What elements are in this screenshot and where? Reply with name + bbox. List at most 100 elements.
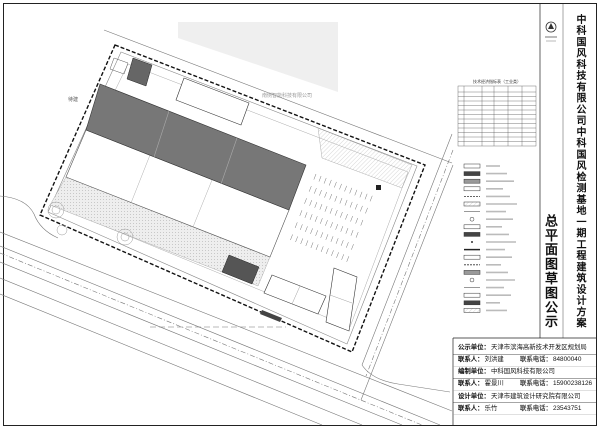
hatched-zone <box>317 127 413 189</box>
contact-label: 联系人： <box>458 356 484 363</box>
parking-stall <box>290 234 293 241</box>
phone-label: 联系电话： <box>520 405 552 412</box>
tree-circle <box>47 201 65 219</box>
parking-stall <box>350 229 354 236</box>
parking-stall <box>336 252 339 258</box>
legend-entry <box>463 292 511 298</box>
parking-stall <box>295 236 298 243</box>
parking-stall <box>313 173 317 180</box>
parking-stall <box>305 226 308 232</box>
legend-symbol <box>471 241 473 243</box>
phone-number: 15900238126 <box>552 380 593 387</box>
service-building-outline <box>263 274 327 315</box>
guard-house <box>109 57 129 75</box>
parking-stall <box>369 195 373 202</box>
parking-stall <box>325 220 328 226</box>
parking-stall <box>346 242 349 248</box>
parking-stall <box>354 189 358 196</box>
legend-entry <box>463 178 514 184</box>
east-road-edge <box>361 133 453 366</box>
legend-entry <box>463 171 507 176</box>
legend-entry <box>463 163 500 169</box>
publicity-unit-value: 天津市滨海高新技术开发区规划局 <box>490 344 587 351</box>
parking-stall <box>344 199 348 206</box>
compiler-contact-row: 联系人：霍景川 联系电话：15900238126 <box>458 378 594 390</box>
indicator-table <box>457 85 537 147</box>
drawing-frame <box>3 3 597 426</box>
south-road-edge <box>0 293 323 426</box>
building-grid-line <box>329 294 353 304</box>
label-to-build: 待建 <box>68 96 78 103</box>
parking-stall <box>319 189 322 196</box>
legend <box>463 163 517 313</box>
contact-name: 刘洪建 <box>484 356 504 363</box>
building-grid-line <box>291 285 301 305</box>
parking-stall <box>304 198 307 204</box>
phone-label: 联系电话： <box>520 380 552 387</box>
legend-entry <box>463 300 500 306</box>
small-dark-building <box>126 57 153 87</box>
parking-stall <box>364 193 368 200</box>
designer-contact-row: 联系人：乐竹 联系电话：23543751 <box>458 403 594 415</box>
south-road-edge <box>0 231 453 412</box>
parking-stall <box>319 204 323 210</box>
tree-circle <box>116 228 134 246</box>
parking-stall <box>365 207 368 214</box>
parking-stall <box>305 240 309 247</box>
parking-stall <box>330 236 334 242</box>
legend-entry <box>463 254 512 260</box>
parking-stall <box>345 213 348 220</box>
legend-symbol <box>463 224 481 230</box>
logo-ring <box>545 21 557 33</box>
east-road-edge <box>360 164 454 401</box>
parking-stall <box>318 175 322 182</box>
contact-name: 霍景川 <box>484 380 504 387</box>
legend-symbol <box>463 186 481 192</box>
legend-symbol <box>463 163 481 169</box>
neighbor-lot <box>178 22 338 92</box>
contact-phone-group: 联系电话：15900238126 <box>520 378 592 390</box>
parking-stall <box>320 246 324 253</box>
parking-stall <box>328 179 332 186</box>
designer-unit-label: 设计单位： <box>458 393 490 400</box>
south-road-centerline <box>0 252 423 426</box>
parking-stall <box>339 197 343 204</box>
legend-symbol <box>463 308 481 313</box>
label-neighbor-company: 南侧智能科技有限公司 <box>262 92 312 99</box>
legend-entry <box>469 216 513 222</box>
parking-stall <box>340 240 344 246</box>
parking-stall <box>300 224 303 231</box>
parking-stall <box>349 201 353 208</box>
parking-stall <box>345 227 349 234</box>
parking-stall <box>331 250 334 256</box>
parking-stall <box>314 216 318 222</box>
east-road-centerline <box>365 149 454 377</box>
main-workshop-building <box>85 83 307 211</box>
phone-number: 23543751 <box>552 405 582 412</box>
parking-stall <box>309 214 313 220</box>
legend-symbol <box>469 216 475 222</box>
parking-stall <box>355 217 359 224</box>
roads <box>0 29 454 426</box>
legend-entry <box>463 201 517 207</box>
parking-stall <box>340 226 344 232</box>
south-road-edge <box>0 277 363 426</box>
legend-symbol <box>463 178 481 184</box>
lab-building-dark <box>221 254 260 285</box>
parking-stall <box>360 219 364 226</box>
contact-name: 乐竹 <box>484 405 498 412</box>
road-curve <box>361 364 451 393</box>
parking-stall <box>346 256 350 262</box>
project-name: 中科国风检测基地一期工程建筑设计方案 <box>574 126 585 330</box>
entrance-gate <box>260 310 282 322</box>
parking-stall <box>344 185 347 192</box>
legend-entry <box>471 241 516 243</box>
parking-stall <box>309 200 312 206</box>
trees <box>47 201 134 246</box>
east-building-outline <box>325 267 358 332</box>
workshop-divider <box>220 137 238 185</box>
legend-entry <box>463 186 503 192</box>
legend-symbol <box>463 201 481 207</box>
publicity-contact-row: 联系人：刘洪建 联系电话：84800040 <box>458 354 594 366</box>
